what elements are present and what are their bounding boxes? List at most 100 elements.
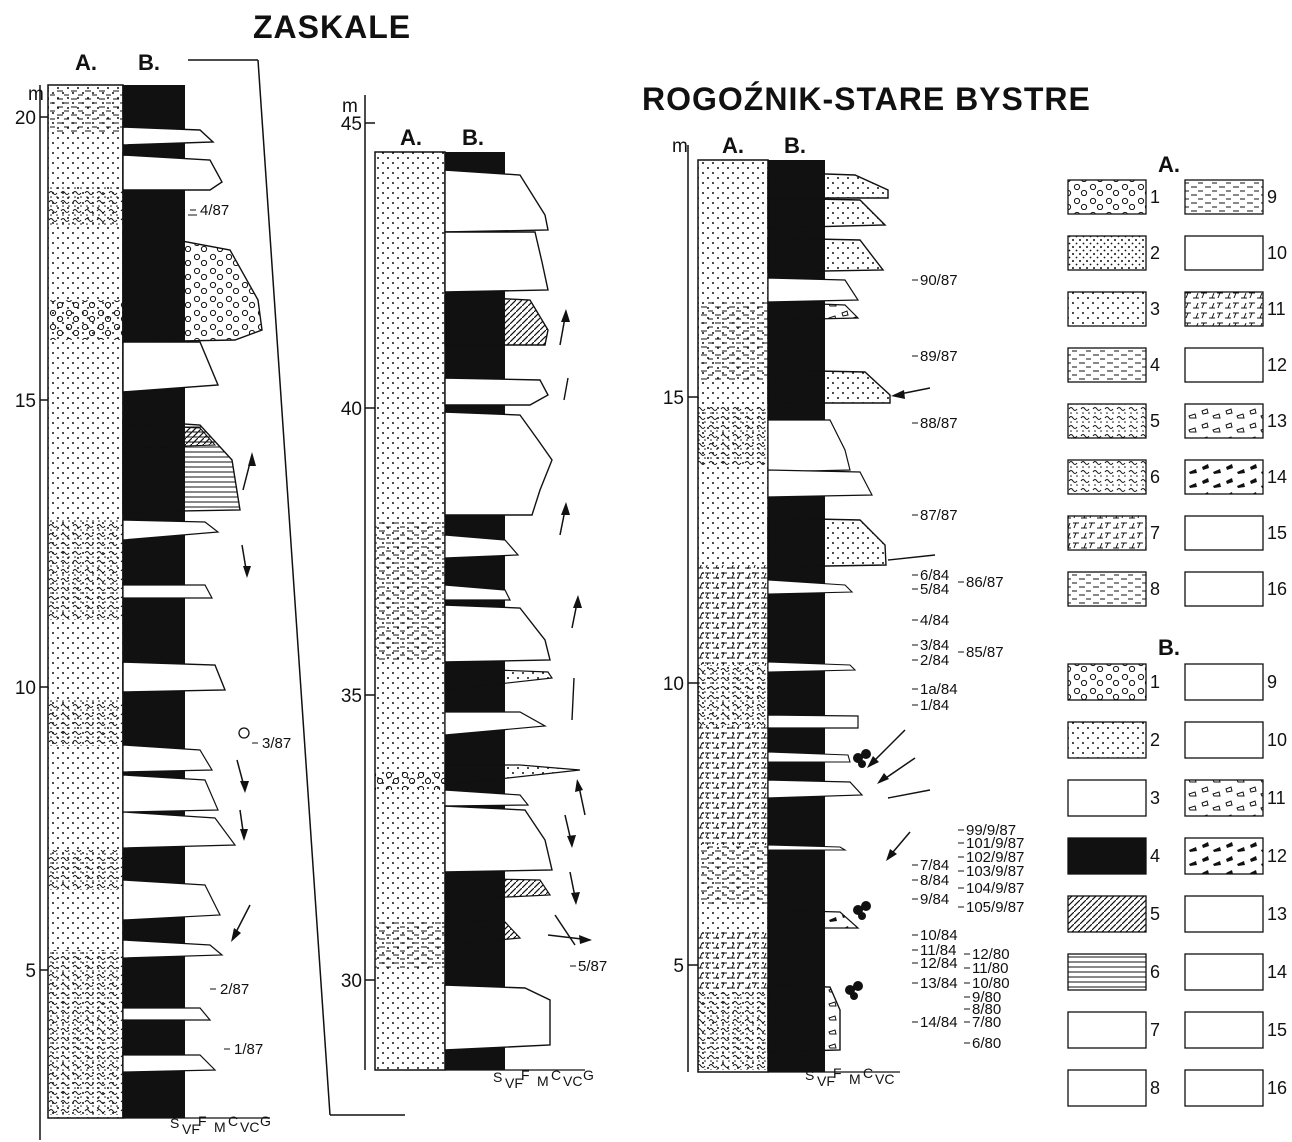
legend-swatch	[1068, 1012, 1146, 1048]
sample-label: 1/87	[234, 1041, 263, 1058]
legend-a-label: 13	[1267, 411, 1287, 431]
depth-tick-label: 45	[341, 114, 362, 135]
depth-tick-label: 10	[15, 678, 36, 699]
legend-swatch	[1185, 838, 1263, 874]
legend-swatch	[1068, 292, 1146, 326]
grain-scale-label: G	[260, 1113, 271, 1129]
sample-label: 89/87	[920, 348, 958, 365]
sample-label: 13/84	[920, 975, 958, 992]
grain-scale-label: C	[551, 1067, 561, 1083]
legend-b-title: B.	[1158, 635, 1180, 660]
legend-b-label: 2	[1150, 730, 1160, 750]
legend-a-label: 7	[1150, 523, 1160, 543]
grain-scale-label: M	[849, 1071, 861, 1087]
legend-swatch	[1068, 1070, 1146, 1106]
legend-b-label: 14	[1267, 962, 1287, 982]
sample-label: 6/80	[972, 1035, 1001, 1052]
rogoznik-col-b: B.	[784, 133, 806, 158]
legend-swatch	[1185, 664, 1263, 700]
sample-label: 88/87	[920, 415, 958, 432]
sample-label: 4/84	[920, 612, 949, 629]
grain-scale-label: M	[214, 1119, 226, 1135]
depth-tick-label: 40	[341, 399, 362, 420]
legend-swatch	[1068, 954, 1146, 990]
legend-swatch	[1068, 722, 1146, 758]
legend-swatch	[1068, 516, 1146, 550]
legend-a-label: 3	[1150, 299, 1160, 319]
sample-label: 105/9/87	[966, 899, 1024, 916]
grain-scale-label: F	[198, 1113, 207, 1129]
legend-b-label: 5	[1150, 904, 1160, 924]
zaskale1-unit: m	[28, 84, 44, 105]
legend-swatch	[1068, 236, 1146, 270]
sample-label: 7/80	[972, 1014, 1001, 1031]
zaskale2-col-b: B.	[462, 125, 484, 150]
legend-swatch	[1068, 838, 1146, 874]
legend-b-label: 10	[1267, 730, 1287, 750]
legend-swatch	[1185, 572, 1263, 606]
legend-b-label: 6	[1150, 962, 1160, 982]
legend-swatch	[1185, 292, 1263, 326]
legend-b-label: 16	[1267, 1078, 1287, 1098]
legend-a-label: 5	[1150, 411, 1160, 431]
legend-a-label: 8	[1150, 579, 1160, 599]
legend-swatch	[1185, 348, 1263, 382]
legend-swatch	[1185, 516, 1263, 550]
legend-a-label: 12	[1267, 355, 1287, 375]
sample-label: 103/9/87	[966, 863, 1024, 880]
legend-b-label: 7	[1150, 1020, 1160, 1040]
sample-label: 12/84	[920, 955, 958, 972]
zaskale1-col-a: A.	[75, 50, 97, 75]
legend-a-label: 9	[1267, 187, 1277, 207]
sample-label: 4/87	[200, 202, 229, 219]
legend-b-label: 1	[1150, 672, 1160, 692]
sample-label: 85/87	[966, 644, 1004, 661]
depth-tick-label: 5	[25, 961, 36, 982]
grain-scale-label: C	[863, 1065, 873, 1081]
sample-label: 104/9/87	[966, 880, 1024, 897]
legend-a-label: 14	[1267, 467, 1287, 487]
legend-a-label: 11	[1267, 299, 1286, 319]
depth-tick-label: 35	[341, 686, 362, 707]
legend-b-label: 15	[1267, 1020, 1287, 1040]
legend-b-label: 9	[1267, 672, 1277, 692]
legend-b-label: 4	[1150, 846, 1160, 866]
sample-label: 14/84	[920, 1014, 958, 1031]
legend-swatch	[1068, 780, 1146, 816]
grain-scale-label: S	[493, 1069, 502, 1085]
sample-label: 1/84	[920, 697, 949, 714]
sample-label: 3/87	[262, 735, 291, 752]
legend-b-label: 3	[1150, 788, 1160, 808]
zaskale-title: ZASKALE	[253, 9, 411, 45]
legend-a-label: 2	[1150, 243, 1160, 263]
rogoznik-unit: m	[672, 136, 688, 157]
legend-swatch	[1185, 1012, 1263, 1048]
rogoznik-col-a: A.	[722, 133, 744, 158]
grain-scale-label: S	[170, 1115, 179, 1131]
legend-swatch	[1068, 348, 1146, 382]
legend-b-label: 13	[1267, 904, 1287, 924]
rogoznik-log	[688, 145, 935, 1072]
legend-swatch	[1068, 460, 1146, 494]
legend-a-label: 6	[1150, 467, 1160, 487]
legend-swatch	[1185, 1070, 1263, 1106]
legend-a-label: 10	[1267, 243, 1287, 263]
legend-a-label: 4	[1150, 355, 1160, 375]
depth-tick-label: 20	[15, 108, 36, 129]
sample-label: 2/84	[920, 652, 949, 669]
depth-tick-label: 10	[663, 674, 684, 695]
legend-b-label: 12	[1267, 846, 1287, 866]
sample-label: 86/87	[966, 574, 1004, 591]
depth-tick-label: 15	[15, 391, 36, 412]
zaskale2-col-a: A.	[400, 125, 422, 150]
legend-a-label: 16	[1267, 579, 1287, 599]
legend-swatch	[1185, 722, 1263, 758]
depth-tick-label: 30	[341, 971, 362, 992]
grain-scale-label: VC	[875, 1071, 894, 1087]
legend-a-title: A.	[1158, 152, 1180, 177]
legend-swatch	[1185, 180, 1263, 214]
legend-a-label: 15	[1267, 523, 1287, 543]
grain-scale-label: C	[228, 1113, 238, 1129]
legend-swatch	[1185, 404, 1263, 438]
